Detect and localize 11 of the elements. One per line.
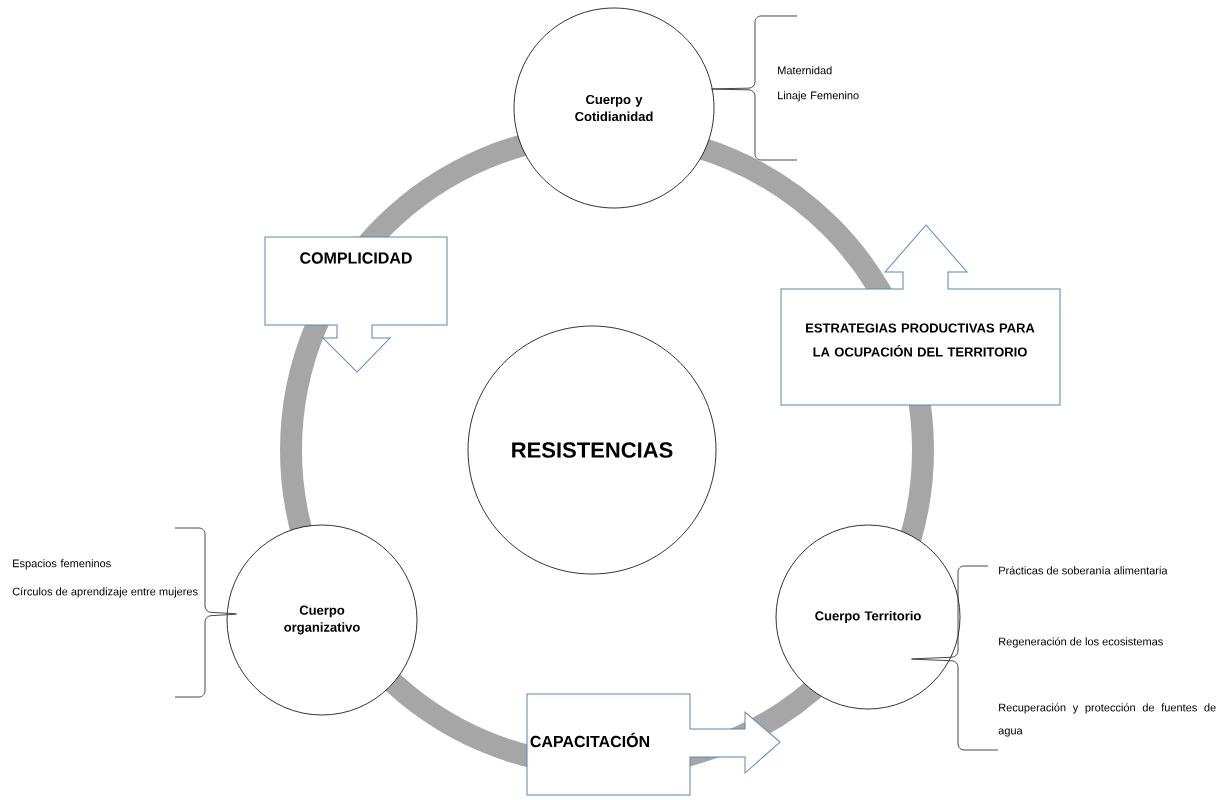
- callout-box: CAPACITACIÓN: [526, 693, 781, 796]
- list-item: Linaje Femenino: [778, 91, 859, 102]
- node-label: CAPACITACIÓN: [530, 732, 650, 748]
- list-item: Maternidad: [778, 66, 832, 75]
- list-item: Espacios femeninos: [13, 559, 111, 570]
- callout-box: ESTRATEGIAS PRODUCTIVAS PARA LA OCUPACIÓN DEL TERRITORIO: [780, 224, 1061, 406]
- list-item: Prácticas de soberanía alimentaria: [999, 566, 1168, 575]
- list-item: Recuperación y protección de fuentes de agua: [998, 703, 1216, 737]
- list-item: Círculos de aprendizaje entre mujeres: [12, 587, 198, 598]
- list-item: Regeneración de los ecosistemas: [999, 637, 1163, 648]
- callout-box: COMPLICIDAD: [264, 236, 448, 373]
